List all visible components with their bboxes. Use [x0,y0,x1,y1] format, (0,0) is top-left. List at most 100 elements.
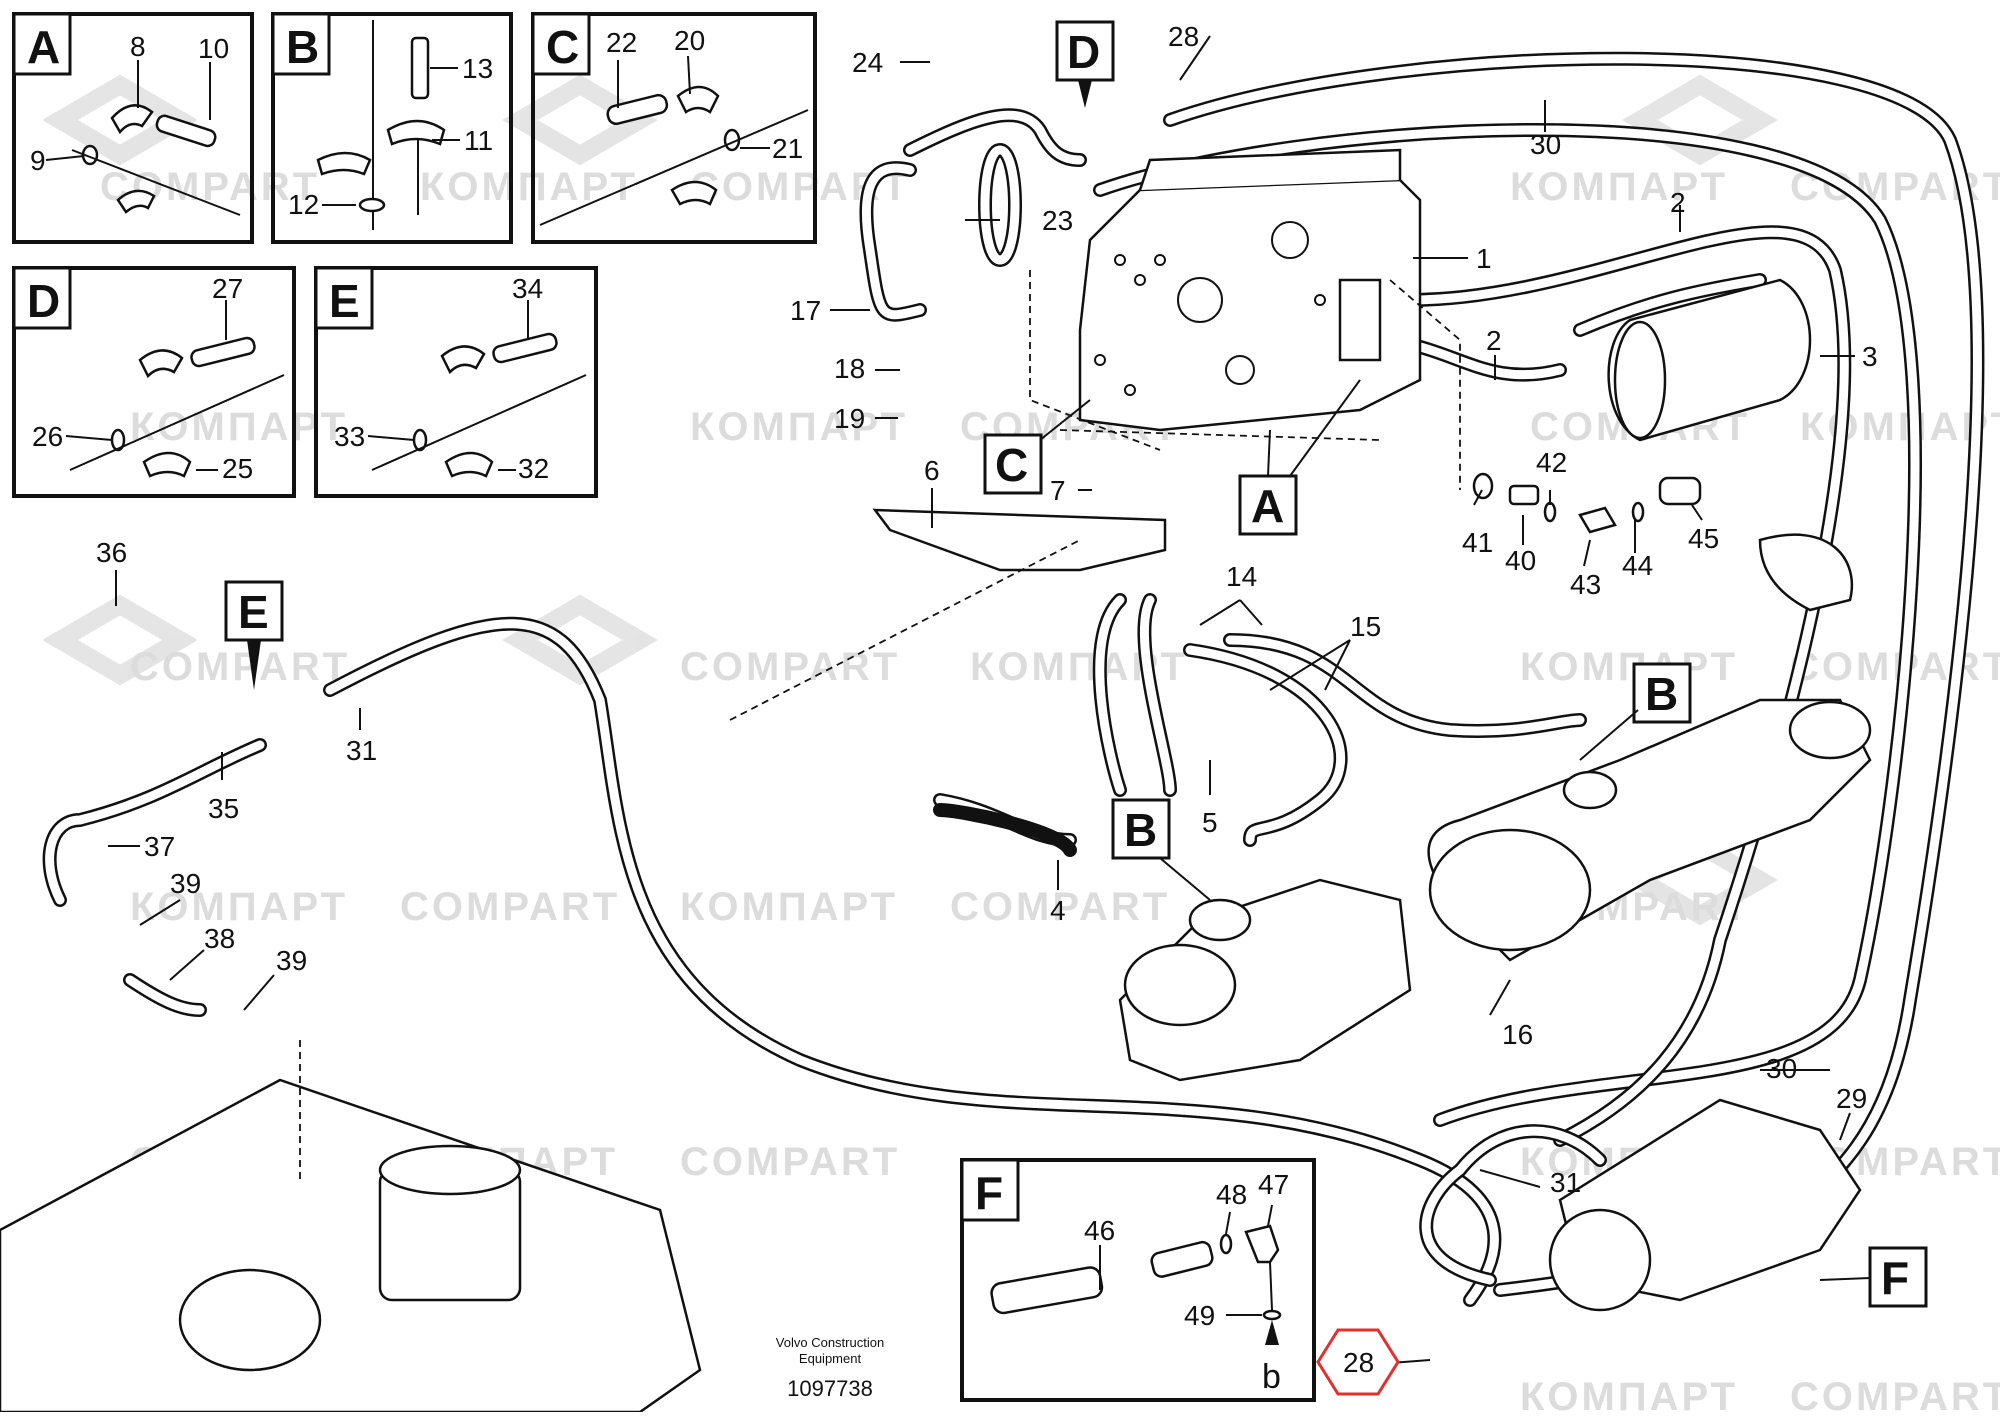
bolt-icon [190,336,256,368]
callout-label: 21 [772,133,803,164]
watermark-text: COMPART [400,885,620,929]
callout-label: 35 [208,793,239,824]
clamp-half-icon [676,85,720,114]
callout-label: 4 [1050,895,1066,926]
detail-view-c: C 22 20 21 [531,12,817,244]
view-marker-f: F [1819,1246,1928,1308]
callout-label: 18 [834,353,865,384]
bolt-icon [155,114,217,148]
bolt-icon [606,93,669,126]
callout-label: 33 [334,421,365,452]
callout-label: 2 [1670,187,1686,218]
callout-label: 49 [1184,1300,1215,1331]
callout-label: 13 [462,53,493,84]
highlighted-callout[interactable]: 28 [1316,1328,1400,1396]
watermark-text: COMPART [1790,645,2000,689]
callout-label: 9 [30,145,46,176]
callout-label: 43 [1570,569,1601,600]
detail-letter: E [329,275,360,327]
clamp-half-icon [670,180,718,206]
hydraulic-tank [0,1078,702,1414]
callout-label: 46 [1084,1215,1115,1246]
callout-label: 40 [1505,545,1536,576]
title-block: Volvo Construction Equipment 1097738 [776,1335,884,1401]
callout-label: b [1262,1358,1281,1396]
view-letter: D [1067,26,1100,78]
view-marker-c: C [983,399,1091,495]
publisher-line-2: Equipment [799,1351,862,1366]
accumulator [1607,278,1812,442]
callout-label: 19 [834,403,865,434]
view-letter: B [1645,668,1678,720]
o-ring-icon [1262,1309,1282,1321]
callout-label: 45 [1688,523,1719,554]
view-letter: B [1124,804,1157,856]
view-marker-a: A [1238,379,1361,536]
watermark-text: КОМПАРТ [1520,645,1738,689]
leader-lines [108,35,1855,1364]
callout-label: 28 [1168,21,1199,52]
bolt-icon [492,332,558,364]
watermark-text: COMPART [1790,1375,2000,1412]
hydraulic-pump [1548,1098,1862,1312]
fitting-group [1472,472,1702,534]
watermark-text: КОМПАРТ [130,885,348,929]
detail-letter: F [975,1167,1003,1219]
callout-label: 16 [1502,1019,1533,1050]
publisher-line-1: Volvo Construction [776,1335,884,1350]
detail-view-b: B 13 11 12 [271,12,513,244]
callout-label: 38 [204,923,235,954]
reference-lines [299,270,1461,1180]
control-valve [1078,148,1422,432]
callouts: 1 2 2 3 4 5 6 7 14 15 16 17 18 19 23 24 … [96,21,1878,1198]
o-ring-icon [1219,1233,1233,1255]
view-marker-e: E [224,580,284,690]
watermark-text: КОМПАРТ [690,405,908,449]
clamp-half-icon [110,104,154,135]
callout-label: 2 [1486,325,1502,356]
callout-label: 44 [1622,550,1653,581]
clamp-half-icon [138,349,184,379]
callout-label: 1 [1476,243,1492,274]
highlighted-callout-label[interactable]: 28 [1343,1347,1374,1378]
watermark-text: COMPART [130,645,350,689]
callout-label: 26 [32,421,63,452]
detail-view-a: A 8 10 9 [12,12,254,244]
detail-letter: C [546,21,579,73]
view-letter: C [995,439,1028,491]
callout-label: 23 [1042,205,1073,236]
detail-view-f: F 46 48 47 49 b [960,1158,1316,1402]
watermark-text: COMPART [950,885,1170,929]
clamp-half-icon [142,451,192,478]
watermark-text: КОМПАРТ [1520,1375,1738,1412]
detail-letter: A [27,21,60,73]
callout-label: 11 [464,125,493,156]
callout-label: 20 [674,25,705,56]
callout-label: 30 [1530,129,1561,160]
watermark-text: КОМПАРТ [680,885,898,929]
callout-label: 8 [130,31,146,62]
detail-letter: D [27,275,60,327]
elbow-fitting-icon [1244,1224,1280,1264]
callout-label: 29 [1836,1083,1867,1114]
callout-label: 7 [1050,475,1066,506]
callout-label: 30 [1766,1053,1797,1084]
clamp-half-icon [440,345,486,375]
callout-label: 17 [790,295,821,326]
callout-label: 3 [1862,341,1878,372]
callout-label: 36 [96,537,127,568]
watermark-text: COMPART [680,1140,900,1184]
view-marker-d: D [1055,20,1115,108]
callout-label: 31 [1550,1167,1581,1198]
clamp-half-icon [116,189,156,214]
clamp-half-icon [386,119,446,146]
hexagon-badge[interactable] [1316,1328,1400,1396]
callout-label: 41 [1462,527,1493,558]
callout-label: 37 [144,831,175,862]
detail-view-e: E 34 33 32 [314,266,598,498]
watermark-text: КОМПАРТ [420,165,638,209]
callout-label: 12 [288,189,319,220]
steering-cylinder-left [1118,878,1412,1082]
callout-label: 14 [1226,561,1257,592]
